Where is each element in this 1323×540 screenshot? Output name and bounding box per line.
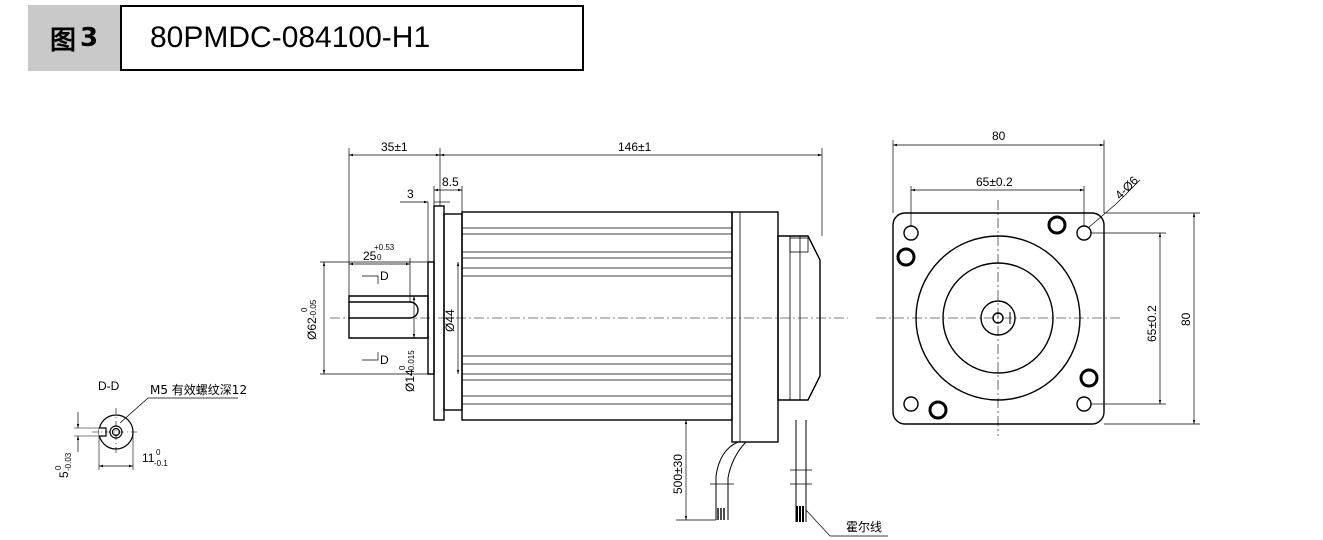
keyway-width-tol-lower: -0.1 (154, 459, 168, 468)
boss-height-dim: 3 (407, 187, 414, 201)
shaft-tol-lower: -0.015 (407, 350, 416, 373)
model-title: 80PMDC-084100-H1 (120, 5, 584, 71)
keyway-depth-tol-lower: -0.03 (64, 452, 73, 471)
key-tol-upper: +0.53 (374, 243, 395, 252)
mount-hole-tr (1076, 225, 1092, 241)
section-view-dd (74, 397, 238, 470)
section-mark-bottom: D (380, 353, 389, 367)
mount-hole-br (1076, 396, 1092, 412)
shaft-dim: Ø14 (403, 369, 417, 392)
screw-br (1079, 368, 1099, 388)
mount-hole-bl (903, 396, 919, 412)
spigot-tol-lower: -0.05 (309, 299, 318, 318)
hall-lead-label: 霍尔线 (846, 519, 882, 534)
front-view (892, 212, 1105, 425)
rear-cover (731, 211, 779, 443)
shaft-tol-upper: 0 (398, 365, 407, 370)
hole-spacing-h-dim: 65±0.2 (976, 175, 1013, 189)
spigot-tol-upper: 0 (300, 307, 309, 312)
figure-prefix: 图 (49, 25, 76, 56)
section-mark-top: D (380, 269, 389, 283)
front-height-dim: 80 (1179, 312, 1193, 326)
hole-spacing-v-dim: 65±0.2 (1145, 305, 1159, 342)
keyway-width-tol-upper: 0 (156, 448, 161, 457)
section-label: D-D (98, 379, 120, 393)
figure-number: 3 (79, 23, 99, 53)
figure-label: 图 3 (28, 5, 120, 71)
rear-cap (777, 235, 821, 401)
power-lead (715, 441, 747, 496)
keyway-depth-value: 5 (57, 471, 71, 478)
screw-tl (896, 247, 916, 267)
body-length-dim: 146±1 (618, 140, 652, 154)
screw-tr (1047, 215, 1067, 235)
motor-body (461, 211, 733, 421)
output-shaft (348, 295, 429, 339)
flange-thickness-dim: 8.5 (442, 175, 459, 189)
lead-length-dim: 500±30 (671, 454, 685, 494)
spigot-dim: Ø62 (305, 317, 319, 340)
boss-dim: Ø44 (443, 309, 457, 332)
key-tol-lower: 0 (377, 253, 382, 262)
keyway-flat (99, 427, 107, 437)
model-name: 80PMDC-084100-H1 (150, 21, 431, 54)
thread-note: M5 有效螺纹深12 (150, 382, 247, 397)
keyway-depth-tol-upper: 0 (54, 465, 63, 470)
shaft-length-dim: 35±1 (381, 140, 408, 154)
front-flange-square (892, 212, 1105, 425)
key-length-dim: 25 (363, 249, 377, 263)
front-width-dim: 80 (992, 129, 1006, 143)
screw-bl (928, 400, 948, 420)
mount-hole-tl (903, 225, 919, 241)
keyway-width-value: 11 (142, 451, 155, 465)
side-view (348, 205, 821, 522)
hole-spec: 4-Ø6 (1112, 173, 1141, 202)
